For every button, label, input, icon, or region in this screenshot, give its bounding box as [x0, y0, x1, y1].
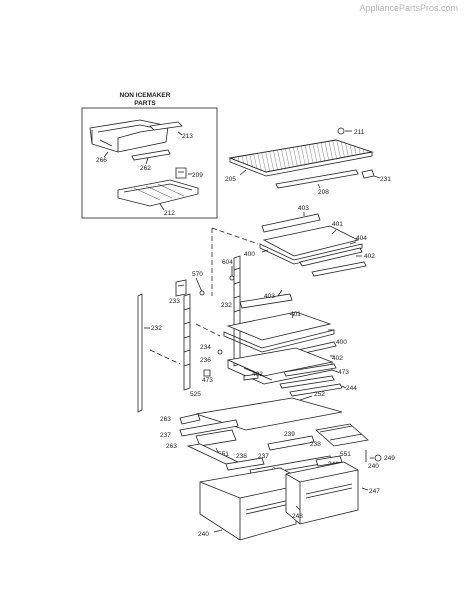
part-slide-551-left: [195, 429, 237, 447]
label-252: 252: [314, 391, 325, 398]
part-slide-551-right: [267, 435, 315, 451]
label-249: 249: [384, 455, 395, 462]
part-shelf-ladder-232-right: [233, 255, 241, 367]
part-clip-209: [175, 167, 187, 179]
label-231: 231: [380, 176, 391, 183]
label-400-upper: 400: [244, 251, 255, 258]
part-screw-249: [370, 454, 382, 462]
label-525: 525: [190, 391, 201, 398]
part-screw-234: [217, 349, 223, 355]
inset-title: NON ICEMAKER: [120, 92, 171, 99]
part-support-263-lower: [186, 443, 240, 465]
label-263-lower: 263: [166, 443, 177, 450]
label-248: 248: [292, 513, 303, 520]
label-263-upper: 263: [160, 416, 171, 423]
label-400-middle: 400: [336, 339, 347, 346]
label-266: 266: [96, 157, 107, 164]
part-crisper-drawer-left: [199, 467, 297, 541]
label-205: 205: [225, 176, 236, 183]
label-244: 244: [346, 385, 357, 392]
label-233: 233: [169, 298, 180, 305]
label-402-middle: 402: [332, 355, 343, 362]
part-screw-604: [229, 266, 235, 281]
label-570: 570: [192, 271, 203, 278]
label-238-right: 238: [310, 441, 321, 448]
label-403-upper: 403: [298, 205, 309, 212]
label-232-right: 232: [221, 302, 232, 309]
locator-dash-upper: [211, 227, 259, 296]
part-ice-tray: [89, 119, 169, 153]
label-240-left: 240: [198, 531, 209, 538]
part-shelf-ladder-232-left: [137, 293, 143, 413]
part-rail-208: [275, 169, 359, 189]
part-rail-237-left: [179, 419, 239, 437]
label-473-right: 473: [338, 369, 349, 376]
label-232-left: 232: [151, 325, 162, 332]
part-ice-bin-212: [117, 179, 199, 207]
label-234: 234: [200, 344, 211, 351]
label-209: 209: [192, 172, 203, 179]
label-213: 213: [182, 133, 193, 140]
inset-frame: [81, 107, 218, 219]
part-support-263-upper: [179, 413, 201, 425]
label-211: 211: [354, 129, 365, 136]
part-rail-238-lower: [225, 457, 265, 471]
part-screw-570: [195, 277, 205, 296]
label-240-right: 240: [368, 463, 379, 470]
label-247: 247: [369, 488, 380, 495]
part-shelf-ladder-center: [183, 293, 191, 391]
label-236: 236: [200, 357, 211, 364]
upper-shelf-group: [259, 213, 367, 277]
label-262: 262: [140, 165, 151, 172]
label-208: 208: [318, 189, 329, 196]
label-402-upper: 402: [364, 253, 375, 260]
part-bar-262: [131, 149, 171, 161]
label-212: 212: [164, 210, 175, 217]
label-401-middle: 401: [290, 311, 301, 318]
label-551-right: 551: [340, 451, 351, 458]
label-401-upper: 401: [332, 221, 343, 228]
watermark: AppliancePartsPros.com: [359, 3, 458, 13]
label-604: 604: [222, 259, 233, 266]
part-rail-238-right: [315, 423, 369, 447]
middle-shelf-group: [223, 293, 343, 397]
part-screw-211: [337, 127, 352, 135]
label-402-lower: 402: [252, 371, 263, 378]
inset-subtitle: PARTS: [134, 100, 156, 107]
label-239: 239: [284, 431, 295, 438]
label-551-left: 551: [218, 451, 229, 458]
part-clip-233: [175, 279, 187, 297]
label-237-left: 237: [160, 432, 171, 439]
part-crisper-drawer-right: [285, 461, 359, 525]
label-473-left: 473: [202, 377, 213, 384]
label-238-lower: 238: [236, 453, 247, 460]
inset-non-icemaker: NON ICEMAKER PARTS 213 266: [81, 92, 218, 219]
label-403-middle: 403: [264, 293, 275, 300]
part-clip-473-left: [203, 369, 211, 377]
part-rail-213: [149, 121, 183, 131]
part-clip-231: [361, 169, 375, 179]
label-404: 404: [356, 235, 367, 242]
part-wire-shelf-205: [228, 139, 374, 177]
label-237-right: 237: [258, 453, 269, 460]
locator-dash-middle: [149, 323, 221, 365]
